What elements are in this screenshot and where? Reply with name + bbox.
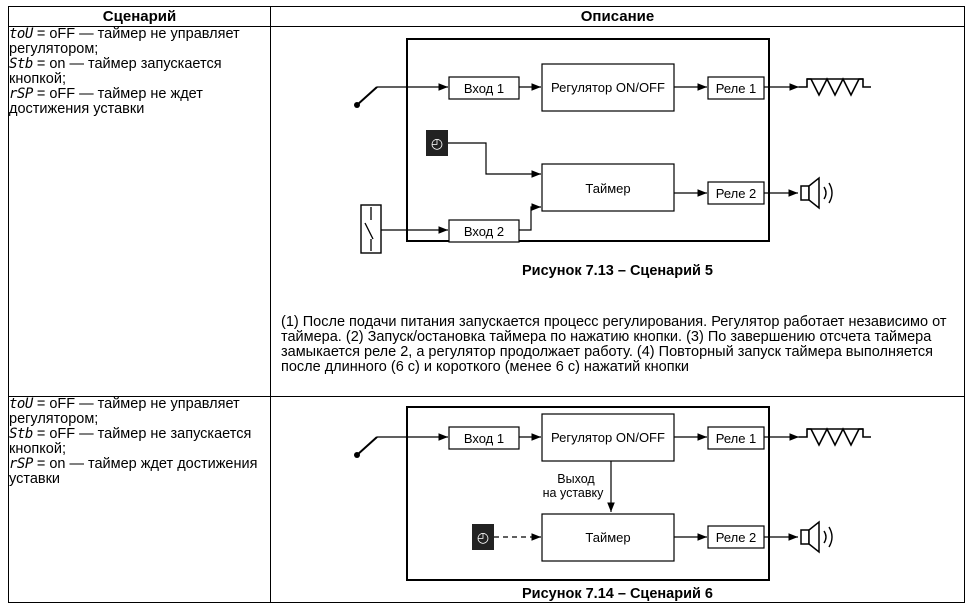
input1-label: Вход 1 bbox=[464, 81, 504, 96]
relay2-label: Реле 2 bbox=[716, 186, 757, 201]
header-description: Описание bbox=[270, 6, 965, 27]
relay1-label: Реле 1 bbox=[716, 81, 757, 96]
input1-label: Вход 1 bbox=[464, 431, 504, 446]
input2-label: Вход 2 bbox=[464, 224, 504, 239]
timer-label: Таймер bbox=[585, 530, 630, 545]
sensor-icon bbox=[354, 433, 448, 458]
param-text: = oFF — таймер не управляет регулятором; bbox=[9, 396, 240, 427]
regulator-box bbox=[541, 63, 675, 112]
header-scenario: Сценарий bbox=[8, 6, 271, 27]
description-cell: Вход 1 Регулятор ON/OFF Реле 1 Выход bbox=[270, 396, 965, 603]
table-row: toU = oFF — таймер не управляет регулято… bbox=[8, 26, 965, 397]
scenario-line: toU = oFF — таймер не управляет регулято… bbox=[9, 397, 270, 427]
heater-icon bbox=[799, 427, 871, 447]
param-text: = on — таймер ждет достижения уставки bbox=[9, 456, 258, 487]
param-text: = oFF — таймер не ждет достижения уставк… bbox=[9, 86, 203, 117]
param-code: Stb bbox=[9, 56, 33, 72]
relay1-box bbox=[707, 76, 765, 100]
scenario-line: Stb = oFF — таймер не запускается кнопко… bbox=[9, 427, 270, 457]
description-text: (1) После подачи питания запускается про… bbox=[281, 314, 947, 375]
relay2-label: Реле 2 bbox=[716, 530, 757, 545]
scenario-line: Stb = on — таймер запускается кнопкой; bbox=[9, 57, 270, 87]
regulator-label: Регулятор ON/OFF bbox=[551, 430, 665, 445]
device-frame bbox=[406, 406, 770, 581]
svg-text:◴: ◴ bbox=[431, 135, 443, 151]
input1-box bbox=[448, 76, 520, 100]
param-text: = on — таймер запускается кнопкой; bbox=[9, 56, 222, 87]
param-code: rSP bbox=[9, 86, 33, 102]
clock-icon: ◴ bbox=[472, 524, 494, 550]
scenario-line: toU = oFF — таймер не управляет регулято… bbox=[9, 27, 270, 57]
relay1-box bbox=[707, 426, 765, 450]
switch-icon bbox=[360, 204, 382, 254]
timer-box bbox=[541, 163, 675, 212]
param-code: Stb bbox=[9, 426, 33, 442]
scenario-cell: toU = oFF — таймер не управляет регулято… bbox=[8, 26, 271, 397]
setpoint-label: на уставку bbox=[543, 486, 604, 500]
description-cell: Вход 1 Регулятор ON/OFF Реле 1 bbox=[270, 26, 965, 397]
svg-text:◴: ◴ bbox=[477, 529, 489, 545]
figure-caption: Рисунок 7.13 – Сценарий 5 bbox=[521, 263, 713, 279]
param-code: rSP bbox=[9, 456, 33, 472]
heater-icon bbox=[799, 77, 871, 97]
param-code: toU bbox=[9, 26, 33, 42]
timer-box bbox=[541, 513, 675, 562]
scenario-cell: toU = oFF — таймер не управляет регулято… bbox=[8, 396, 271, 603]
input1-box bbox=[448, 426, 520, 450]
scenario-table: Сценарий Описание toU = oFF — таймер не … bbox=[8, 6, 965, 603]
scenario-line: rSP = oFF — таймер не ждет достижения ус… bbox=[9, 87, 270, 117]
param-text: = oFF — таймер не управляет регулятором; bbox=[9, 26, 240, 57]
speaker-icon bbox=[800, 176, 833, 210]
relay1-label: Реле 1 bbox=[716, 431, 757, 446]
device-frame bbox=[406, 38, 770, 242]
scenario-line: rSP = on — таймер ждет достижения уставк… bbox=[9, 457, 270, 487]
timer-label: Таймер bbox=[585, 181, 630, 196]
scenario-5-diagram: Вход 1 Регулятор ON/OFF Реле 1 bbox=[354, 38, 871, 254]
param-text: = oFF — таймер не запускается кнопкой; bbox=[9, 426, 252, 457]
sensor-icon bbox=[354, 83, 448, 108]
figure-caption: Рисунок 7.14 – Сценарий 6 bbox=[521, 586, 713, 602]
regulator-box bbox=[541, 413, 675, 462]
clock-icon: ◴ bbox=[426, 130, 448, 156]
regulator-label: Регулятор ON/OFF bbox=[551, 80, 665, 95]
input2-box bbox=[448, 219, 520, 243]
param-code: toU bbox=[9, 396, 33, 412]
table-row: toU = oFF — таймер не управляет регулято… bbox=[8, 396, 965, 603]
scenario-6-diagram: Вход 1 Регулятор ON/OFF Реле 1 Выход bbox=[354, 406, 871, 581]
output-label: Выход bbox=[557, 472, 595, 486]
speaker-icon bbox=[800, 520, 833, 554]
